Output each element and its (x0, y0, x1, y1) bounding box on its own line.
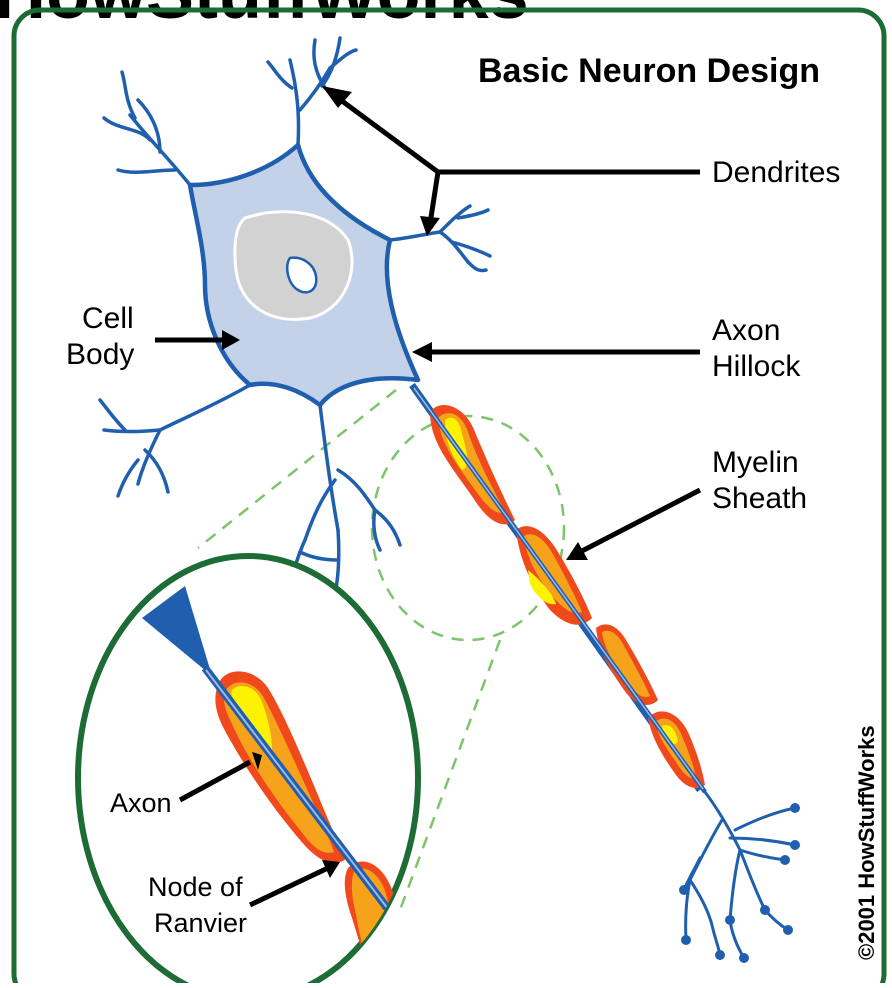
diagram-title: Basic Neuron Design (478, 52, 820, 90)
myelin-segment (516, 526, 592, 625)
cell-label: Cell (82, 302, 134, 335)
copyright-text: ©2001 HowStuffWorks (854, 725, 879, 960)
ranvier-label: Ranvier (154, 908, 247, 938)
sheath-label: Sheath (712, 482, 807, 515)
node-of-label: Node of (148, 872, 243, 902)
myelin-segments (430, 405, 705, 788)
myelin-label: Myelin (712, 446, 799, 479)
hillock-label: Hillock (712, 350, 801, 383)
axon-label: Axon (712, 314, 780, 347)
axon-inset-label: Axon (110, 788, 172, 818)
cropped-header-text: HowStuffWorks (0, 0, 529, 34)
dendrites-label: Dendrites (712, 156, 840, 189)
inset-zoom (78, 556, 418, 983)
axon-core-highlight (414, 388, 703, 789)
axon-terminals (684, 792, 795, 958)
myelin-sheath-arrow (580, 490, 700, 552)
dendrites-arrow-upper (338, 98, 438, 172)
body-label: Body (66, 338, 134, 371)
dendrites-arrow-lower (430, 172, 438, 224)
arrowhead (412, 342, 432, 362)
myelin-segment (596, 624, 658, 705)
